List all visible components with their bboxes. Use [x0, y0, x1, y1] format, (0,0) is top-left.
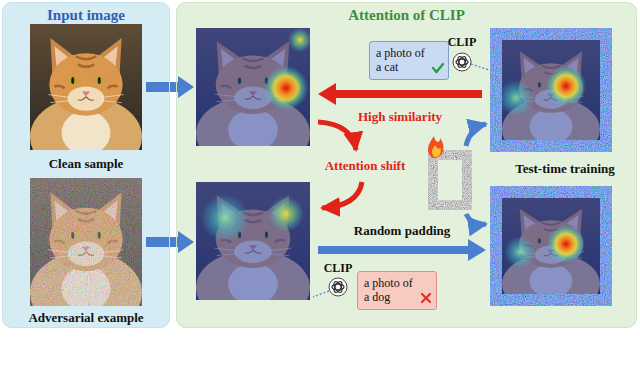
adversarial-attention-map — [196, 182, 310, 300]
check-mark — [432, 62, 444, 74]
padding-arrow — [318, 239, 486, 261]
prompt-box: a photo of a cat — [369, 41, 449, 80]
arrow-label: High similarity — [358, 109, 442, 125]
dotted-link — [313, 291, 329, 297]
cross-mark — [422, 294, 430, 302]
similarity-arrow — [318, 83, 482, 105]
prompt-text: a photo of a cat — [376, 46, 430, 75]
flow-arrow — [146, 231, 194, 253]
arrow-label: Random padding — [354, 223, 450, 239]
fire-icon — [428, 136, 443, 158]
model-label: CLIP — [324, 261, 353, 275]
padded-attention-map — [490, 186, 612, 315]
arrow-label: Test-time training — [515, 161, 615, 177]
padded-attention-map — [490, 28, 612, 162]
image-caption: Adversarial example — [28, 310, 143, 326]
clean-photo — [30, 24, 142, 177]
input-panel-ground — [2, 2, 170, 328]
model-label: CLIP — [448, 35, 477, 49]
training-arrow — [466, 124, 486, 146]
prompt-box: a photo of a dog — [357, 271, 437, 310]
dotted-link — [471, 64, 489, 70]
clean-attention-map — [196, 28, 310, 146]
attention-panel-ground — [176, 2, 637, 328]
image-caption: Clean sample — [49, 156, 124, 172]
flow-arrow — [146, 76, 194, 98]
training-arrow — [466, 214, 486, 224]
arrow-label: Attention shift — [325, 158, 406, 174]
shift-arrow — [322, 182, 362, 208]
check-mark — [433, 64, 443, 72]
panel-title: Attention of CLIP — [177, 6, 636, 24]
noise-pattern — [428, 150, 472, 210]
panel-title: Input image — [3, 6, 169, 24]
shift-arrow — [318, 122, 356, 150]
prompt-text: a photo of a dog — [364, 276, 418, 305]
clip-logo — [453, 53, 471, 71]
clip-logo — [329, 278, 347, 296]
cross-mark — [420, 292, 432, 304]
